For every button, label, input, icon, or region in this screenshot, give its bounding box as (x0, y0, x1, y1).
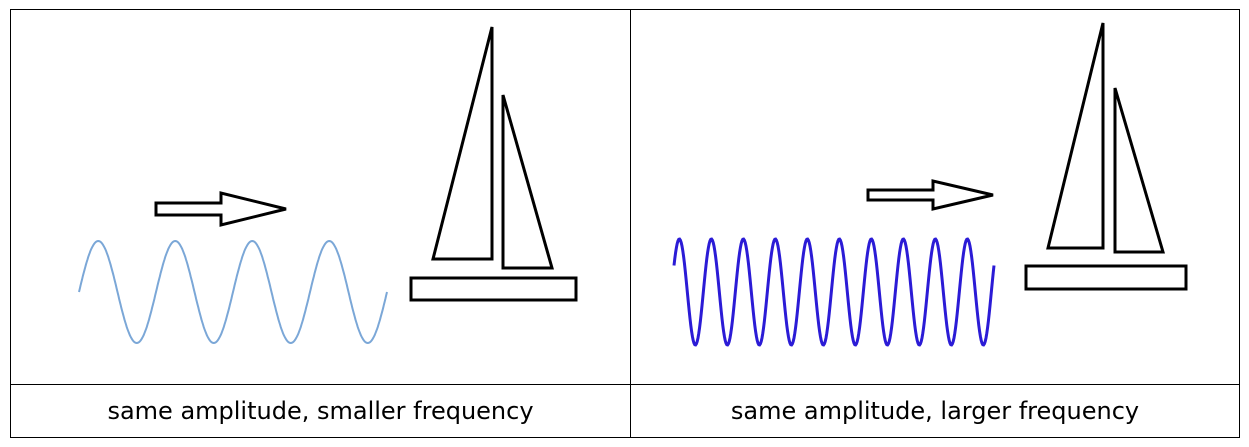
jib-sail-icon (501, 94, 554, 270)
mainsail-icon (431, 26, 494, 261)
panel-right-svg (672, 22, 1188, 347)
hull-icon (409, 276, 578, 302)
jib-sail-icon (1113, 87, 1166, 254)
hull-icon (1024, 264, 1188, 291)
panel-larger-frequency (631, 10, 1239, 385)
caption-smaller-frequency: same amplitude, smaller frequency (11, 385, 631, 437)
arrow-right-icon (154, 191, 287, 227)
caption-larger-frequency: same amplitude, larger frequency (730, 397, 1140, 425)
panel-smaller-frequency (11, 10, 631, 385)
sine-wave-low-frequency (78, 239, 388, 345)
figure-table: same amplitude, smaller frequency same a… (10, 9, 1240, 438)
arrow-right-icon (866, 179, 994, 211)
sailboat-icon (1024, 22, 1188, 291)
mainsail-icon (1046, 22, 1105, 250)
sine-wave-high-frequency (672, 237, 996, 347)
sailboat-icon (409, 26, 578, 302)
panel-left-svg (78, 26, 578, 345)
